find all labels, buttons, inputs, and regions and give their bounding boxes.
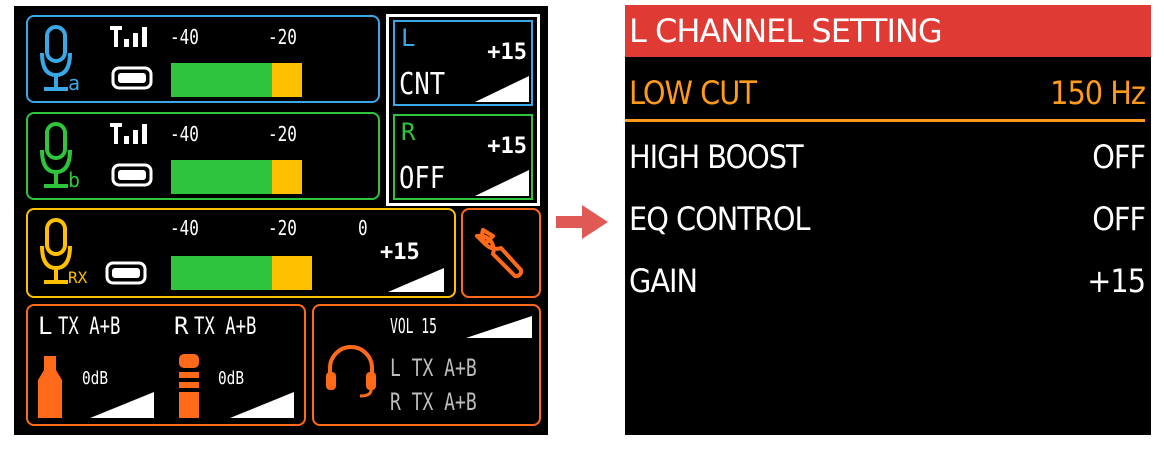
volume-ramp-icon (90, 392, 154, 418)
menu-item-label: HIGH BOOST (629, 138, 804, 176)
page-title: L CHANNEL SETTING (629, 12, 943, 50)
rx-panel[interactable]: RX -40 -20 0 +15 (26, 208, 456, 298)
level-meter-green (171, 63, 272, 97)
mic-subscript: RX (68, 268, 88, 287)
volume-ramp-icon (466, 316, 532, 338)
outputs-panel[interactable]: L TX A+B R TX A+B 0dB 0dB (26, 304, 306, 426)
headphone-l-line: L TX A+B (390, 354, 477, 382)
l-output-label: L (38, 312, 53, 340)
settings-screen: L CHANNEL SETTING LOW CUT 150 Hz HIGH BO… (625, 5, 1151, 435)
l-output-level: 0dB (82, 368, 109, 389)
headphone-r-line: R TX A+B (390, 388, 477, 416)
meter-label-minus20: -20 (268, 25, 297, 49)
l-output-source: TX A+B (58, 312, 121, 340)
headphone-icon (326, 345, 376, 398)
tx-a-panel[interactable]: a -40 -20 (26, 15, 380, 103)
settings-button[interactable] (461, 208, 541, 298)
mic-icon (40, 218, 72, 284)
menu-item-eq-control[interactable]: EQ CONTROL OFF (625, 195, 1151, 249)
level-meter-green (171, 256, 272, 290)
selection-underline (625, 119, 1145, 122)
mic-subscript: b (68, 168, 81, 192)
level-meter-green (171, 160, 272, 194)
headphone-panel[interactable]: VOL 15 L TX A+B R TX A+B (312, 304, 541, 426)
menu-item-low-cut[interactable]: LOW CUT 150 Hz (625, 69, 1151, 123)
wrench-icon (475, 228, 524, 279)
camera-mount-icon (38, 356, 62, 418)
battery-icon (105, 261, 147, 285)
menu-item-gain[interactable]: GAIN +15 (625, 257, 1151, 311)
settings-header: L CHANNEL SETTING (625, 5, 1151, 57)
mic-icon (40, 25, 72, 91)
volume-ramp-icon (475, 76, 529, 102)
tx-b-panel[interactable]: b -40 -20 (26, 112, 380, 200)
meter-label-minus20: -20 (268, 122, 297, 146)
level-meter-yellow (272, 63, 302, 97)
main-screen: a -40 -20 b -40 -20 (14, 6, 548, 435)
battery-icon (111, 66, 153, 90)
l-channel-gain: +15 (487, 40, 527, 65)
r-channel-tile[interactable]: R +15 OFF (393, 114, 533, 200)
mic-subscript: a (68, 71, 81, 95)
meter-label-minus40: -40 (170, 25, 199, 49)
menu-item-value: +15 (1087, 262, 1146, 300)
headphone-volume: VOL 15 (390, 314, 437, 338)
r-output-source: TX A+B (194, 312, 257, 340)
antenna-icon (110, 26, 147, 47)
mic-icon (40, 122, 72, 188)
volume-ramp-icon (230, 392, 294, 418)
menu-item-value: OFF (1092, 200, 1146, 238)
l-channel-tile[interactable]: L +15 CNT (393, 20, 533, 106)
menu-item-label: GAIN (629, 262, 698, 300)
meter-label-minus40: -40 (170, 122, 199, 146)
meter-label-minus20: -20 (268, 216, 297, 240)
l-channel-name: L (401, 24, 416, 52)
volume-ramp-icon (388, 268, 444, 292)
menu-item-label: LOW CUT (629, 74, 757, 112)
level-meter-yellow (272, 256, 312, 290)
arrow-right-icon (556, 205, 608, 239)
rx-gain: +15 (380, 240, 420, 265)
menu-item-high-boost[interactable]: HIGH BOOST OFF (625, 133, 1151, 187)
menu-item-label: EQ CONTROL (629, 200, 811, 238)
meter-label-minus40: -40 (170, 216, 199, 240)
channel-box: L +15 CNT R +15 OFF (386, 14, 540, 206)
r-output-label: R (174, 312, 189, 340)
r-channel-name: R (401, 118, 416, 146)
l-channel-mode: CNT (399, 67, 446, 102)
volume-ramp-icon (475, 170, 529, 196)
menu-item-value: 150 Hz (1050, 74, 1146, 112)
meter-label-zero: 0 (358, 216, 368, 240)
antenna-icon (110, 123, 147, 144)
battery-icon (111, 163, 153, 187)
r-channel-gain: +15 (487, 134, 527, 159)
menu-item-value: OFF (1092, 138, 1146, 176)
level-meter-yellow (272, 160, 302, 194)
r-channel-mode: OFF (399, 161, 446, 196)
camera-mount-icon (179, 354, 199, 418)
r-output-level: 0dB (218, 368, 245, 389)
